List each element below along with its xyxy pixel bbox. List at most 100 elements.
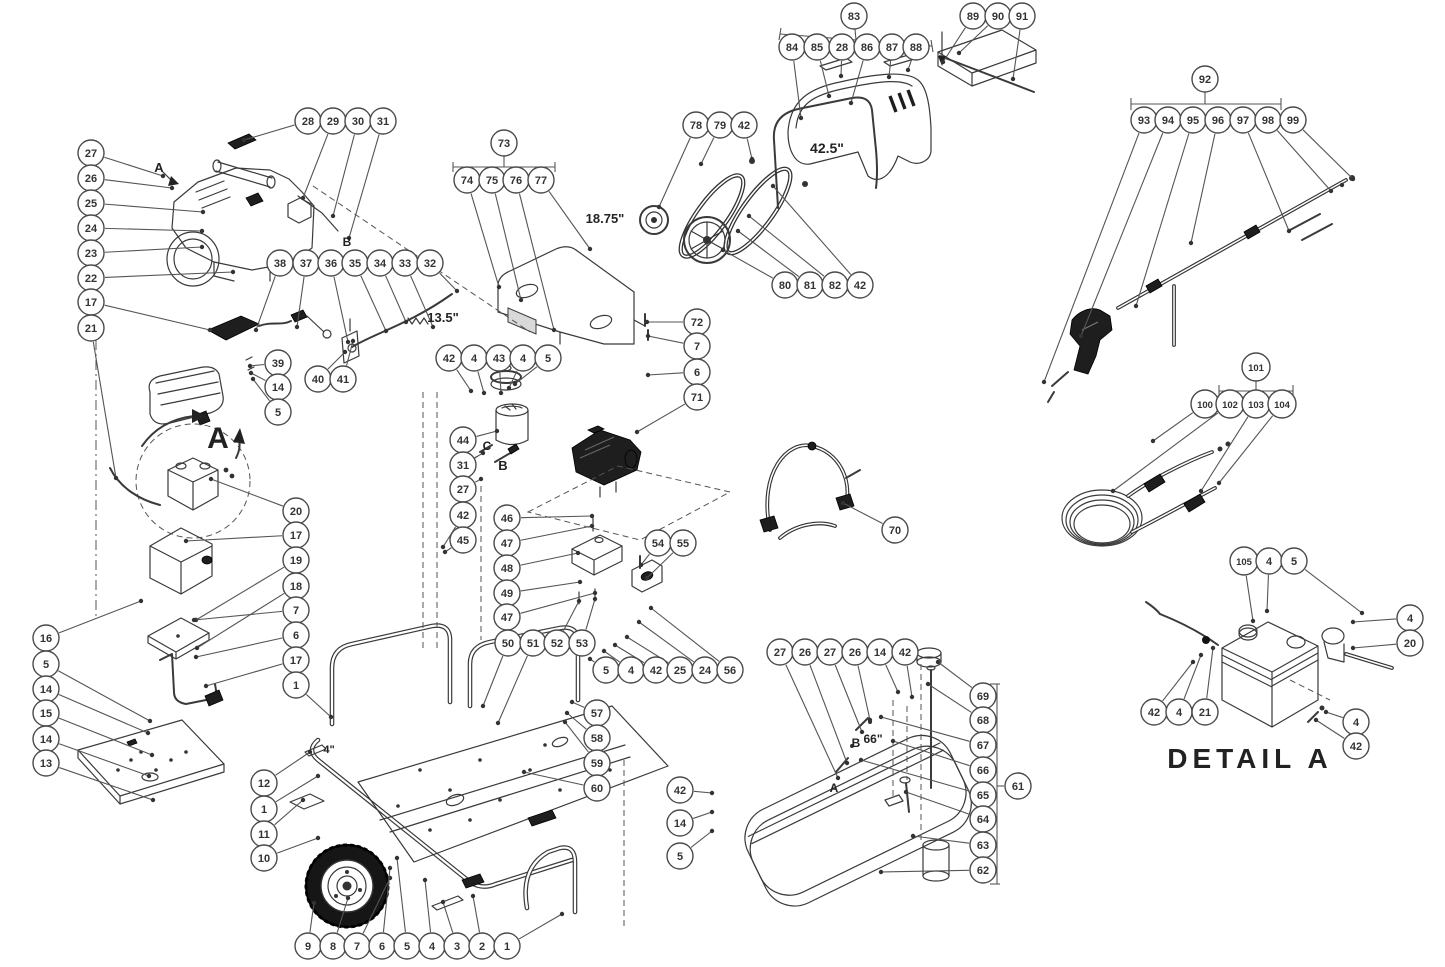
leader-line-42 — [456, 369, 472, 392]
leader-line-4 — [1266, 574, 1269, 612]
leader-line-5 — [58, 670, 151, 722]
fastener-point-25 — [624, 634, 630, 640]
manifold-drawing — [571, 517, 623, 605]
callout-number: 92 — [1199, 74, 1211, 86]
callout-number: 76 — [510, 175, 522, 187]
detail-a-reference-drawing — [109, 409, 251, 539]
engine-drawing — [162, 159, 315, 287]
leader-line-4 — [1352, 618, 1397, 623]
fastener-point-42 — [612, 642, 618, 648]
leader-line-14 — [58, 694, 149, 734]
callout-6: 6 — [282, 621, 310, 649]
fastener-point-93 — [1041, 379, 1047, 385]
callout-circle — [1279, 106, 1307, 134]
callout-63: 63 — [969, 831, 997, 859]
leader-line-48 — [520, 552, 579, 566]
callout-number: 53 — [576, 638, 588, 650]
fastener-point-11 — [300, 797, 306, 803]
callout-6: 6 — [368, 932, 396, 960]
fastener-point-4 — [601, 648, 607, 654]
fastener-point-4 — [1323, 709, 1329, 715]
callout-73: 73 — [490, 129, 518, 157]
callout-50: 50 — [494, 629, 522, 657]
detail-a-battery-drawing — [1145, 601, 1394, 728]
callout-number: 42 — [674, 785, 686, 797]
callout-5: 5 — [534, 344, 562, 372]
fastener-point-94 — [1078, 333, 1084, 339]
callout-number: 5 — [545, 353, 551, 365]
callout-number: 85 — [811, 42, 823, 54]
fastener-point-68 — [925, 681, 931, 687]
fastener-point-95 — [1133, 303, 1139, 309]
fastener-point-84 — [798, 115, 804, 121]
callout-42: 42 — [891, 638, 919, 666]
callout-70: 70 — [881, 516, 909, 544]
callout-22: 22 — [77, 264, 105, 292]
callout-42: 42 — [846, 271, 874, 299]
fastener-point-38 — [253, 327, 259, 333]
leader-line-14 — [885, 664, 899, 693]
fastener-point-42 — [1313, 717, 1319, 723]
leader-line-49 — [520, 581, 581, 592]
callout-circle — [449, 526, 477, 554]
callout-7: 7 — [282, 596, 310, 624]
leader-line-7 — [647, 335, 684, 344]
callout-number: 25 — [674, 665, 686, 677]
leader-line-50 — [482, 655, 504, 707]
callout-circle — [77, 314, 105, 342]
callout-5: 5 — [32, 650, 60, 678]
fastener-point-21 — [1210, 645, 1216, 651]
callout-31: 31 — [449, 451, 477, 479]
fastener-point-1 — [559, 911, 565, 917]
diagram-label-B: B — [498, 458, 507, 473]
fastener-point-1 — [315, 773, 321, 779]
fastener-point-36 — [345, 339, 351, 345]
leader-line-6 — [195, 637, 283, 658]
callout-number: 14 — [40, 684, 53, 696]
fastener-point-27 — [478, 476, 484, 482]
callout-number: 35 — [349, 258, 361, 270]
leader-line-17 — [205, 663, 283, 687]
callout-number: 32 — [424, 258, 436, 270]
callout-5: 5 — [264, 398, 292, 426]
leader-line-105 — [1245, 575, 1254, 622]
callout-25: 25 — [666, 656, 694, 684]
fastener-point-29 — [300, 195, 306, 201]
callout-number: 89 — [967, 11, 979, 23]
callout-number: 44 — [457, 435, 470, 447]
throttle-linkage-drawing — [227, 133, 453, 353]
callout-8: 8 — [319, 932, 347, 960]
callout-18: 18 — [282, 572, 310, 600]
callout-20: 20 — [1396, 629, 1424, 657]
callout-72: 72 — [683, 308, 711, 336]
callout-number: 5 — [275, 407, 281, 419]
callout-26: 26 — [841, 638, 869, 666]
callout-4: 4 — [617, 656, 645, 684]
callout-number: 7 — [293, 605, 299, 617]
leader-line-34 — [385, 275, 407, 323]
callout-number: 88 — [910, 42, 922, 54]
callout-number: 86 — [861, 42, 873, 54]
callout-92: 92 — [1191, 65, 1219, 93]
callout-number: 48 — [501, 563, 513, 575]
leader-line-12 — [275, 751, 311, 776]
callout-number: 51 — [527, 638, 539, 650]
fastener-point-27 — [160, 173, 166, 179]
diagram-label-66: 66" — [863, 732, 882, 746]
fastener-point-31 — [480, 450, 486, 456]
fastener-point-60 — [521, 769, 527, 775]
fastener-point-27 — [859, 729, 865, 735]
fastener-point-10 — [315, 835, 321, 841]
fastener-point-4 — [506, 385, 512, 391]
leader-line-38 — [255, 275, 276, 331]
fastener-point-80 — [720, 247, 726, 253]
fastener-point-4 — [422, 877, 428, 883]
leader-line-5 — [514, 366, 538, 385]
fastener-point-72 — [644, 319, 650, 325]
fastener-point-14 — [709, 809, 715, 815]
fastener-point-26 — [844, 760, 850, 766]
leader-line-11 — [274, 799, 304, 826]
fastener-point-74 — [496, 284, 502, 290]
callout-69: 69 — [969, 682, 997, 710]
